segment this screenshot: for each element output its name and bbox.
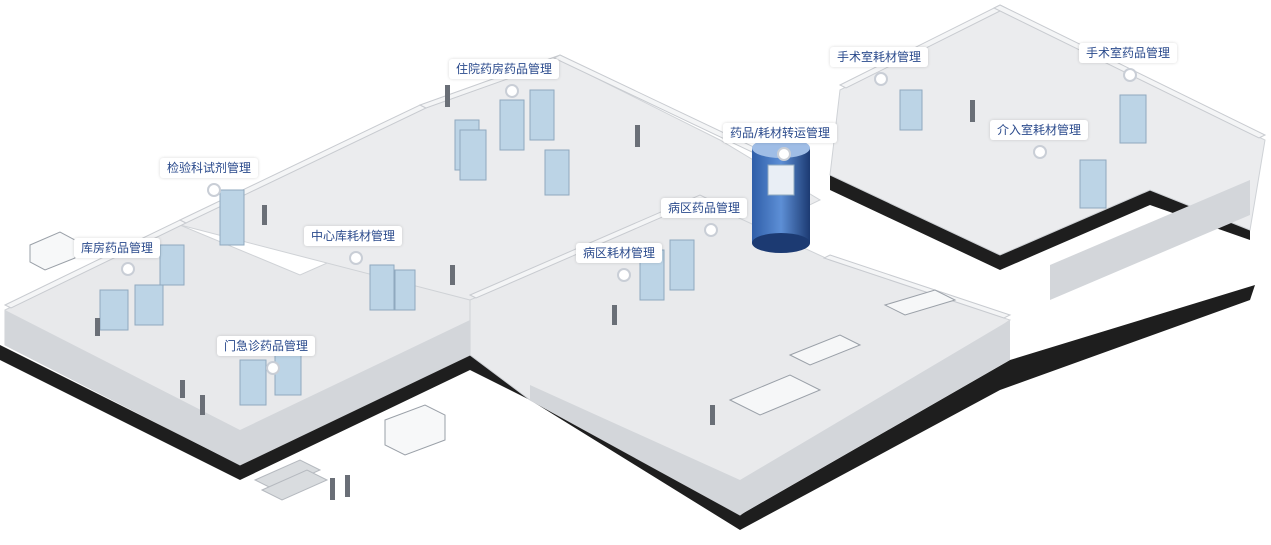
- label-pharmacy-store: 库房药品管理: [74, 238, 161, 258]
- pin-inpatient-pharmacy: [505, 84, 519, 98]
- building-foundation: [0, 175, 1255, 530]
- pin-or-consumables: [874, 72, 888, 86]
- label-or-consumables: 手术室耗材管理: [830, 47, 929, 67]
- ambulance: [29, 231, 446, 456]
- label-ward-consumables: 病区耗材管理: [576, 243, 663, 263]
- pin-ward-consumables: [617, 268, 631, 282]
- label-lab-reagent: 检验科试剂管理: [160, 158, 259, 178]
- pin-central-consumables: [349, 251, 363, 265]
- label-transport: 药品/耗材转运管理: [723, 123, 838, 143]
- people: [95, 85, 975, 500]
- pin-or-drugs: [1123, 68, 1137, 82]
- ward-beds: [728, 289, 957, 416]
- pin-interventional: [1033, 145, 1047, 159]
- pin-ward-drugs: [704, 223, 718, 237]
- wall-faces: [5, 180, 1250, 515]
- pin-pharmacy-store: [121, 262, 135, 276]
- pin-lab-reagent: [207, 183, 221, 197]
- transport-tower: [752, 138, 810, 253]
- label-ward-drugs: 病区药品管理: [661, 198, 748, 218]
- entrance-steps: [253, 459, 329, 501]
- pin-transport: [777, 147, 791, 161]
- label-inpatient-pharmacy: 住院药房药品管理: [449, 59, 560, 79]
- label-or-drugs: 手术室药品管理: [1079, 43, 1178, 63]
- pin-outpatient-drugs: [266, 361, 280, 375]
- label-central-consumables: 中心库耗材管理: [304, 226, 403, 246]
- label-outpatient-drugs: 门急诊药品管理: [217, 336, 316, 356]
- label-interventional: 介入室耗材管理: [990, 120, 1089, 140]
